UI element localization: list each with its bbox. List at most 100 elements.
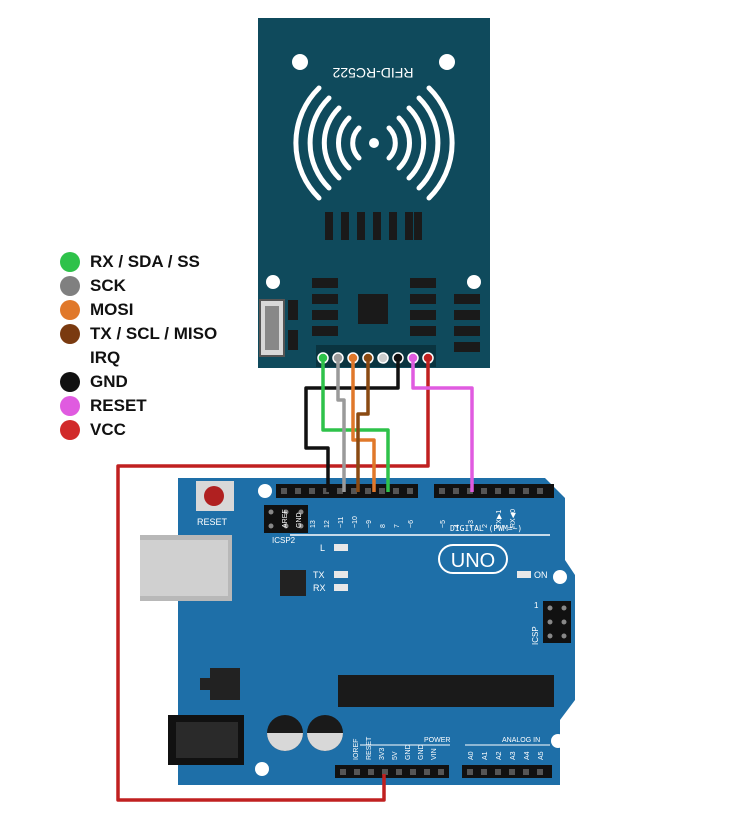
pin-label: A3 xyxy=(510,751,517,760)
pin-label: ~9 xyxy=(366,520,373,528)
rfid-label: RFID-RC522 xyxy=(332,65,413,81)
pin-label: 2 xyxy=(482,524,489,528)
legend-item: MOSI xyxy=(60,298,260,322)
wire-rst xyxy=(411,362,474,492)
digital-header-pins xyxy=(281,488,543,494)
legend-item: GND xyxy=(60,370,260,394)
pin-sda xyxy=(317,352,329,364)
rfid-mount-hole xyxy=(292,54,308,70)
pin-label: A4 xyxy=(524,751,531,760)
legend-label: RESET xyxy=(90,396,147,415)
led-l xyxy=(334,544,348,551)
power-pin-labels: IOREF RESET 3V3 5V GND GND VIN xyxy=(353,736,438,760)
pin-label: 4 xyxy=(454,524,461,528)
pin-label: ~6 xyxy=(408,520,415,528)
led-tx xyxy=(334,571,348,578)
pin-legend: RX / SDA / SS SCK MOSI TX / SCL / MISO IRQ GN… xyxy=(60,250,260,442)
antenna-icon xyxy=(293,85,455,201)
microcontroller xyxy=(338,675,554,707)
rfid-module: RFID-RC522 xyxy=(258,18,490,368)
pin-mosi xyxy=(347,352,359,364)
rfid-mount-hole xyxy=(439,54,455,70)
icsp-header xyxy=(543,601,571,643)
rfid-components xyxy=(288,212,480,352)
icsp-label: ICSP xyxy=(531,626,540,645)
legend-item: RESET xyxy=(60,394,260,418)
legend-item: RX / SDA / SS xyxy=(60,250,260,274)
legend-label: MOSI xyxy=(90,300,134,319)
led-on xyxy=(517,571,531,578)
pin-sck xyxy=(332,352,344,364)
rfid-header xyxy=(316,345,436,367)
pin-label: GND xyxy=(405,744,412,760)
pin-label: GND xyxy=(296,512,303,528)
icsp2-label: ICSP2 xyxy=(272,536,296,545)
wire-mosi xyxy=(351,362,376,492)
pin-label: RX◀0 xyxy=(510,509,517,528)
usb-chip xyxy=(280,570,306,596)
legend-item: TX / SCL / MISO xyxy=(60,322,260,346)
wire-sck xyxy=(336,362,346,492)
digital-header-right xyxy=(434,484,554,498)
legend-label: VCC xyxy=(90,420,126,439)
pin-miso xyxy=(362,352,374,364)
reset-button-cap[interactable] xyxy=(204,486,224,506)
pin-label: 12 xyxy=(324,520,331,528)
legend-color-dot xyxy=(60,396,80,416)
legend-color-dot xyxy=(60,420,80,440)
led-rx xyxy=(334,584,348,591)
arduino-pcb xyxy=(178,478,575,785)
uno-logo: UNO xyxy=(451,550,495,572)
legend-label: RX / SDA / SS xyxy=(90,252,200,271)
board-mount-hole xyxy=(553,570,567,584)
pin-label: TX▶1 xyxy=(496,510,503,528)
legend-label: SCK xyxy=(90,276,126,295)
pin-label: ~11 xyxy=(338,517,345,528)
uno-logo-box xyxy=(438,544,508,574)
led-on-label: ON xyxy=(534,570,548,580)
board-mount-hole xyxy=(551,734,565,748)
pin-label: GND xyxy=(418,744,425,760)
led-l-label: L xyxy=(320,543,325,553)
pin-vcc xyxy=(422,352,434,364)
wire-sda xyxy=(321,362,390,492)
legend-item: IRQ xyxy=(60,346,260,370)
analog-label: ANALOG IN xyxy=(502,737,540,744)
wire-miso xyxy=(356,362,370,492)
digital-header-left xyxy=(276,484,418,498)
icsp-num: 1 xyxy=(534,601,539,610)
legend-color-dot xyxy=(60,324,80,344)
legend-color-dot xyxy=(60,300,80,320)
legend-color-dot xyxy=(60,276,80,296)
board-mount-hole xyxy=(255,762,269,776)
pin-label: A1 xyxy=(482,751,489,760)
voltage-regulator xyxy=(210,668,240,700)
reset-label: RESET xyxy=(197,517,228,527)
legend-color-dot xyxy=(60,348,80,368)
pin-rst xyxy=(407,352,419,364)
pin-label: RESET xyxy=(366,736,373,760)
rfid-mount-hole xyxy=(266,275,280,289)
led-rx-label: RX xyxy=(313,583,326,593)
led-tx-label: TX xyxy=(313,570,325,580)
pin-label: AREF xyxy=(282,509,289,528)
wire-vcc xyxy=(116,362,430,802)
rfid-mount-hole xyxy=(467,275,481,289)
pin-label: 8 xyxy=(380,524,387,528)
pin-label: 5V xyxy=(392,751,399,760)
pin-gnd xyxy=(392,352,404,364)
wire-gnd xyxy=(304,362,400,492)
power-label: POWER xyxy=(424,737,450,744)
pin-label: IOREF xyxy=(353,739,360,760)
pin-label: 7 xyxy=(394,524,401,528)
pin-label: A0 xyxy=(468,751,475,760)
pin-label: VIN xyxy=(431,748,438,760)
legend-label: IRQ xyxy=(90,348,121,367)
pin-irq xyxy=(377,352,389,364)
pin-label: 3V3 xyxy=(379,747,386,760)
pin-label: A5 xyxy=(538,751,545,760)
legend-item: SCK xyxy=(60,274,260,298)
